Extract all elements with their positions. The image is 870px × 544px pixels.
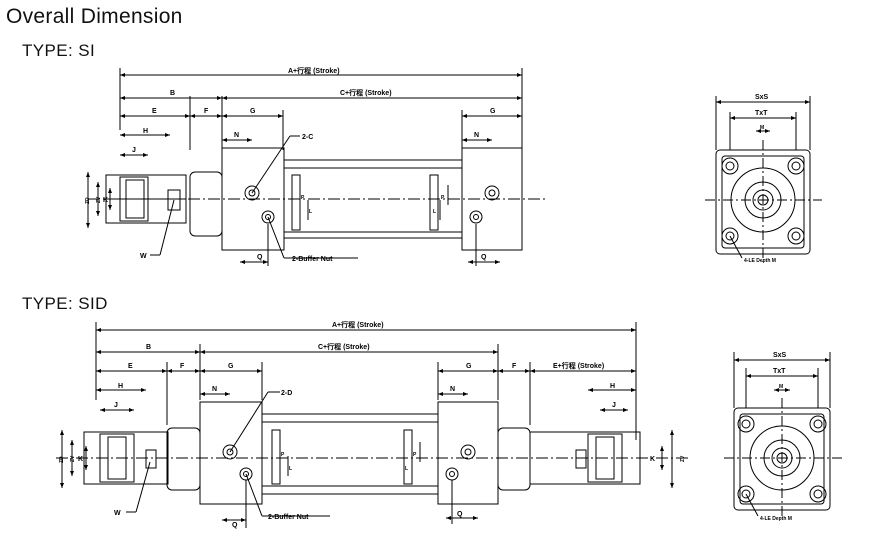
sid-dim-k-left: K [78, 456, 83, 463]
sid-end-view [724, 352, 842, 518]
si-dim-p-left: P [301, 195, 305, 201]
si-dim-j: J [132, 147, 136, 154]
si-dim-h: H [143, 128, 148, 135]
si-dim-c-stroke: C+行程 (Stroke) [340, 88, 392, 97]
si-dim-m: M [760, 125, 764, 131]
sid-dim-zv-left: ZV [70, 455, 76, 462]
si-dim-e: E [152, 108, 157, 115]
si-dim-n-left: N [234, 132, 239, 139]
sid-side-labels: A+行程 (Stroke) B C+行程 (Stroke) E F G G F … [59, 320, 686, 529]
si-dim-k: K [103, 197, 108, 204]
si-dim-b: B [170, 90, 175, 97]
sid-dim-e: E [128, 363, 133, 370]
si-dim-zv: ZV [96, 196, 102, 203]
sid-dim-h-right: H [610, 383, 615, 390]
si-dim-g-left: G [250, 108, 256, 115]
sid-dim-j-right: J [612, 402, 616, 409]
si-dim-p-right: P [441, 195, 445, 201]
sid-dim-b: B [146, 344, 151, 351]
sid-dim-g-right: G [466, 363, 472, 370]
sid-dim-l-left: L [289, 466, 292, 472]
sid-dim-n-left: N [212, 386, 217, 393]
sid-dim-q-left: Q [232, 522, 238, 529]
si-depth-note: 4-LE Depth M [744, 258, 776, 264]
si-dim-g-right: G [490, 108, 496, 115]
sid-end-labels: SxS TxT M 4-LE Depth M [760, 352, 792, 522]
sid-dim-c-stroke: C+行程 (Stroke) [318, 342, 370, 351]
si-dim-n-right: N [474, 132, 479, 139]
si-side-labels: A+行程 (Stroke) B C+行程 (Stroke) E F G G H … [85, 66, 496, 263]
sid-dim-zd: ZD [59, 456, 65, 463]
si-dim-f: F [204, 108, 209, 115]
sid-dim-q-right: Q [457, 511, 463, 518]
si-side-view [86, 68, 545, 266]
si-dim-sxs: SxS [755, 94, 769, 101]
si-port-label: 2-C [302, 134, 313, 141]
sid-depth-note: 4-LE Depth M [760, 516, 792, 522]
sid-dim-e-stroke: E+行程 (Stroke) [553, 361, 604, 370]
sid-dim-n-right: N [450, 386, 455, 393]
si-dim-l-right: L [433, 209, 436, 215]
sid-dim-txt: TxT [773, 368, 786, 375]
si-end-view [705, 96, 822, 262]
si-end-labels: SxS TxT M 4-LE Depth M [744, 94, 776, 264]
si-dim-w: W [140, 253, 147, 260]
si-buffer-nut-label: 2-Buffer Nut [292, 256, 333, 263]
sid-dim-l-right: L [405, 466, 408, 472]
si-dim-txt: TxT [755, 110, 768, 117]
type-si-label: TYPE: SI [22, 41, 96, 60]
sid-dim-sxs: SxS [773, 352, 787, 359]
si-dim-l-left: L [309, 209, 312, 215]
sid-dim-m: M [779, 384, 783, 390]
sid-buffer-nut-label: 2-Buffer Nut [268, 514, 309, 521]
si-dim-q-right: Q [481, 254, 487, 261]
type-sid-label: TYPE: SID [22, 294, 108, 313]
sid-dim-p-left: P [281, 452, 285, 458]
si-dim-q-left: Q [257, 254, 263, 261]
page-title: Overall Dimension [6, 5, 183, 28]
sid-dim-w: W [114, 510, 121, 517]
sid-dim-k-right: K [650, 456, 655, 463]
sid-dim-g-left: G [228, 363, 234, 370]
sid-dim-zv-right: ZV [680, 455, 686, 462]
sid-dim-f-right: F [512, 363, 517, 370]
sid-dim-p-right: P [413, 452, 417, 458]
sid-dim-f-left: F [180, 363, 185, 370]
sid-port-label: 2-D [281, 390, 292, 397]
si-dim-zd: ZD [85, 197, 91, 204]
sid-side-view [56, 322, 690, 528]
sid-dim-j-left: J [114, 402, 118, 409]
sid-dim-a-stroke: A+行程 (Stroke) [332, 320, 384, 329]
sid-dim-h-left: H [118, 383, 123, 390]
si-dim-a-stroke: A+行程 (Stroke) [288, 66, 340, 75]
